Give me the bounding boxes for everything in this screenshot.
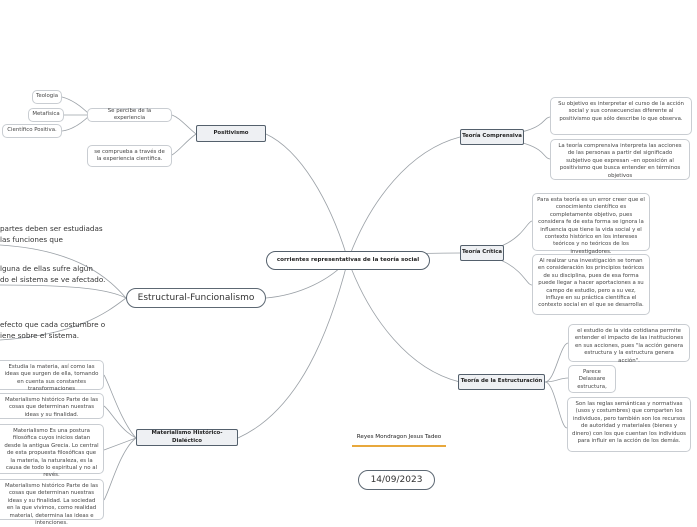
line-center-estructuracion: [347, 259, 461, 383]
estructuracion-text-3[interactable]: Son las reglas semánticas y normativas (…: [567, 397, 691, 452]
positivismo-metafisica[interactable]: Metafísica: [28, 108, 64, 122]
materialismo-text-2[interactable]: Materialismo histórico Parte de las cosa…: [0, 393, 104, 419]
positivismo-cientifico[interactable]: Científico Positiva.: [2, 124, 62, 138]
positivismo-node[interactable]: Positivismo: [196, 125, 266, 142]
line-center-materialismo: [237, 259, 349, 439]
date-pill[interactable]: 14/09/2023: [358, 470, 435, 490]
comprensiva-node[interactable]: Teoría Comprensiva: [460, 129, 524, 145]
positivismo-teologia[interactable]: Teologia: [32, 90, 62, 104]
materialismo-text-3[interactable]: Materialismo Es una postura filosófica c…: [0, 424, 104, 478]
line-center-comprensiva: [347, 136, 461, 261]
materialismo-node[interactable]: Materialismo Histórico-Dialéctico: [136, 429, 238, 446]
estructural-text-2[interactable]: lguna de ellas sufre algún do el sistema…: [0, 264, 106, 284]
line-center-positivismo: [265, 133, 349, 261]
critica-node[interactable]: Teoría Crítica: [460, 245, 504, 261]
materialismo-text-4[interactable]: Materialismo histórico Parte de las cosa…: [0, 479, 104, 526]
estructuracion-node[interactable]: Teoría de la Estructuración: [458, 374, 545, 390]
center-topic[interactable]: corrientes representativas de la teoría …: [266, 251, 430, 270]
materialismo-text-1[interactable]: Estudia la materia, así como las ideas q…: [0, 360, 104, 392]
critica-text-1[interactable]: Para esta teoría es un error creer que e…: [532, 193, 650, 255]
estructuracion-text-1[interactable]: el estudio de la vida cotidiana permite …: [568, 324, 690, 364]
estructural-node[interactable]: Estructural-Funcionalismo: [126, 288, 266, 308]
estructuracion-text-2[interactable]: Parece Delassare estructura,: [568, 365, 616, 393]
estructural-text-1[interactable]: partes deben ser estudiadas las funcione…: [0, 224, 103, 244]
estructural-text-3[interactable]: efecto que cada costumbre o iene sobre e…: [0, 320, 106, 340]
critica-text-2[interactable]: Al realizar una investigación se toman e…: [532, 254, 650, 315]
positivismo-experiencia[interactable]: Se percibe de la experiencia: [87, 108, 172, 122]
comprensiva-text-1[interactable]: Su objetivo es interpretar el curso de l…: [550, 97, 692, 135]
comprensiva-text-2[interactable]: La teoría comprensiva interpreta las acc…: [550, 139, 690, 180]
author-name: Reyes Mondragon Jesus Tadeo: [352, 434, 446, 448]
positivismo-comprueba[interactable]: se comprueba a través de la experiencia …: [87, 145, 172, 167]
